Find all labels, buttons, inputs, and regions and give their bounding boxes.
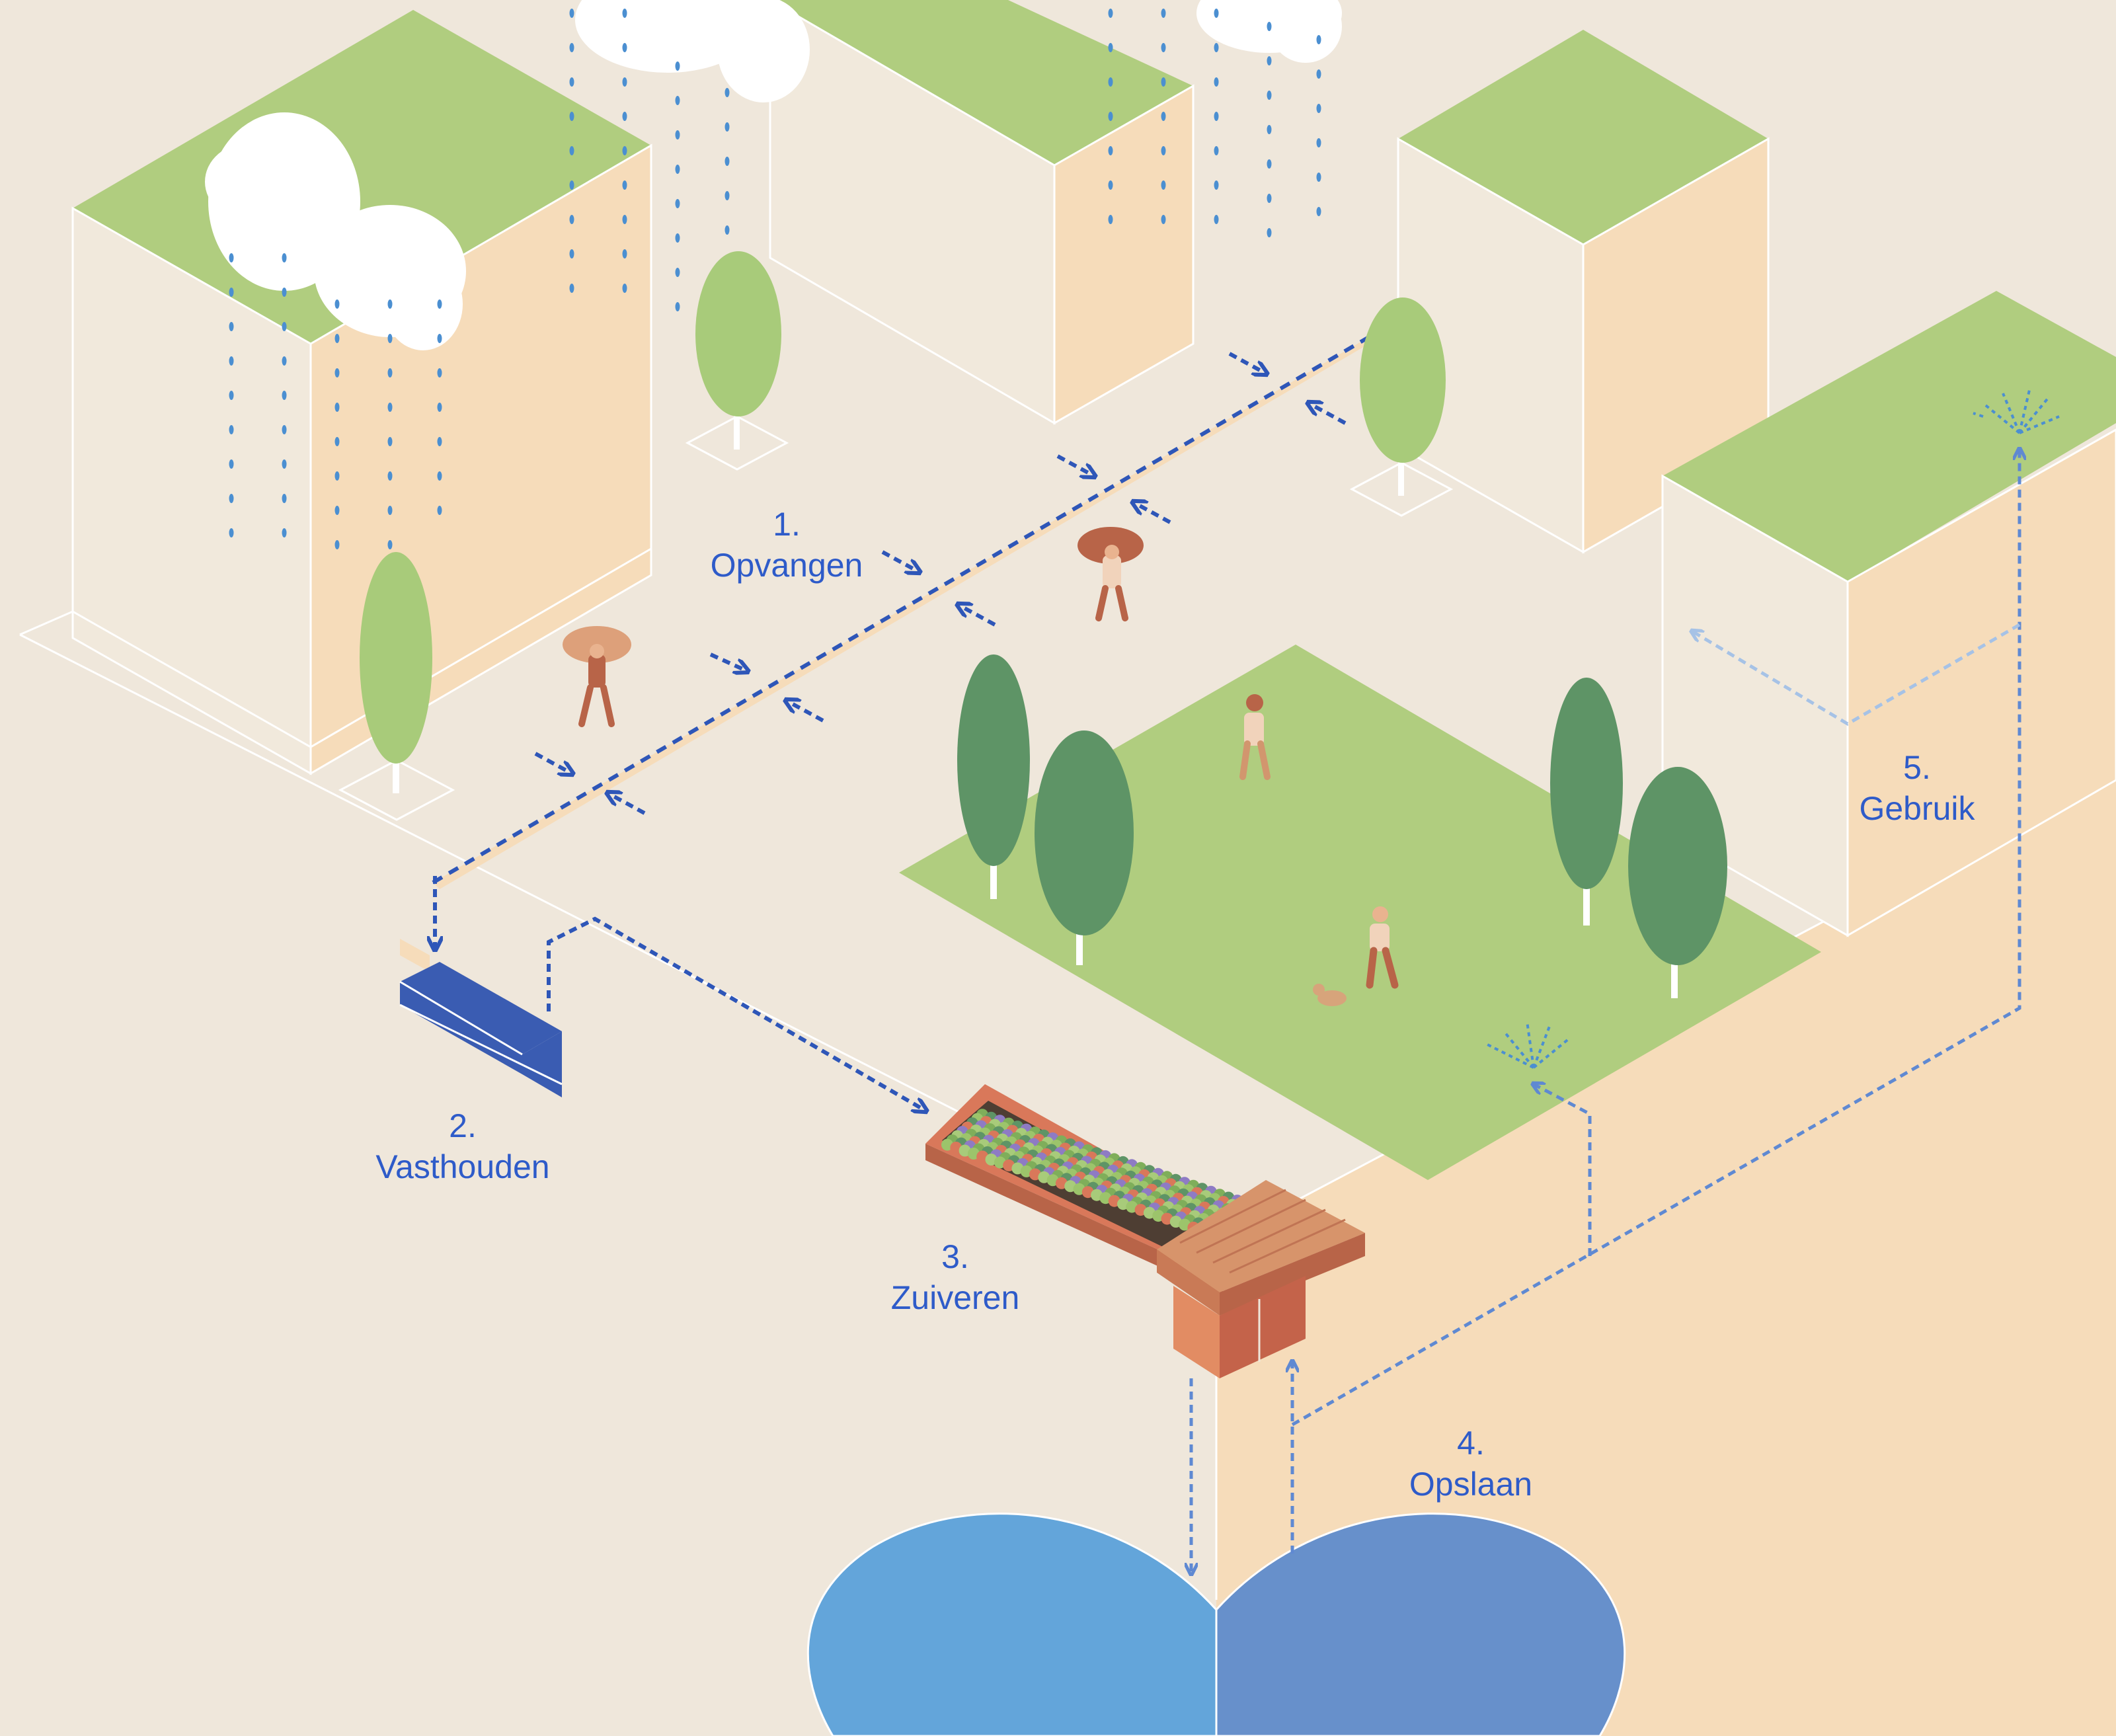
step-5-label: 5. Gebruik <box>1831 747 2003 829</box>
step-3-label: 3. Zuiveren <box>859 1236 1051 1318</box>
step-number: 5. <box>1831 747 2003 788</box>
step-number: 4. <box>1375 1423 1567 1464</box>
step-number: 2. <box>350 1105 575 1146</box>
step-number: 1. <box>687 504 886 545</box>
step-title: Vasthouden <box>350 1146 575 1187</box>
step-title: Gebruik <box>1831 788 2003 829</box>
step-4-label: 4. Opslaan <box>1375 1423 1567 1505</box>
step-title: Opvangen <box>687 545 886 586</box>
step-number: 3. <box>859 1236 1051 1277</box>
step-title: Opslaan <box>1375 1464 1567 1505</box>
step-1-label: 1. Opvangen <box>687 504 886 586</box>
step-2-label: 2. Vasthouden <box>350 1105 575 1187</box>
step-title: Zuiveren <box>859 1277 1051 1318</box>
